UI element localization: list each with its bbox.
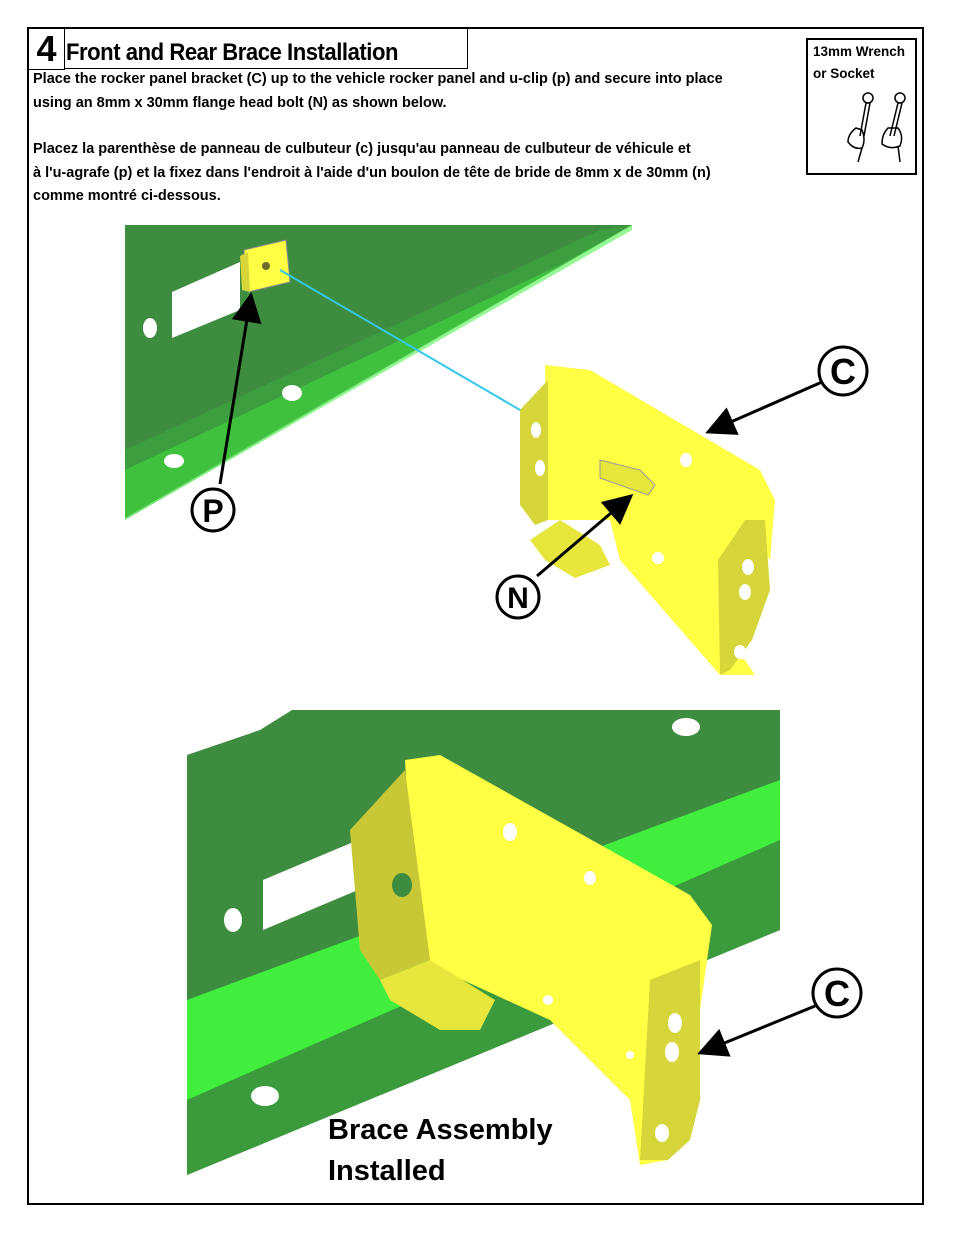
callout-circle-n (495, 574, 541, 620)
instruction-fr-line2: à l'u-agrafe (p) et la fixez dans l'endr… (33, 165, 711, 181)
step-number: 4 (29, 29, 65, 70)
caption-line1: Brace Assembly (328, 1114, 553, 1146)
panel-hole (224, 908, 242, 932)
instruction-fr-line1: Placez la parenthèse de panneau de culbu… (33, 141, 691, 157)
callout-circle-p (190, 487, 236, 533)
rocker-panel-top-light (125, 225, 632, 520)
instruction-en-line2: using an 8mm x 30mm flange head bolt (N)… (33, 95, 447, 111)
tool-label-line1: 13mm Wrench (813, 44, 906, 59)
panel-hole (251, 1086, 279, 1106)
instruction-en-line1: Place the rocker panel bracket (C) up to… (33, 71, 723, 87)
panel-hole (164, 454, 184, 468)
callout-arrow-p (218, 292, 262, 485)
panel-hole (282, 385, 302, 401)
u-clip (240, 239, 291, 293)
rocker-bracket-bottom (350, 755, 712, 1165)
callout-label-p: P (202, 493, 223, 529)
panel-hole (143, 318, 157, 338)
callout-label-c-top: C (830, 351, 856, 392)
callout-arrow-c-top (705, 380, 823, 435)
rocker-panel-top-light-strip (125, 225, 632, 520)
panel-hole (672, 718, 700, 736)
tool-label-line2: or Socket (813, 66, 875, 81)
panel-slot-bottom (263, 840, 358, 930)
wrench-hands-icon (847, 92, 906, 163)
caption-line2: Installed (328, 1155, 446, 1187)
step-title-box: Front and Rear Brace Installation (64, 29, 468, 69)
instruction-fr-line3: comme montré ci-dessous. (33, 188, 221, 204)
callout-circle-c-bottom (811, 967, 863, 1019)
callout-label-c-bottom: C (824, 973, 850, 1014)
tool-box: 13mm Wrench or Socket (806, 38, 917, 175)
rocker-bracket-top (520, 365, 775, 675)
flange-bolt (599, 459, 656, 496)
callout-arrow-n (536, 494, 634, 578)
callout-circle-c-top (817, 345, 869, 397)
callout-label-n: N (507, 582, 529, 615)
callout-arrow-c-bottom (697, 1004, 816, 1057)
panel-slot (172, 262, 240, 338)
step-title: Front and Rear Brace Installation (66, 39, 399, 66)
page-frame (27, 27, 924, 1205)
